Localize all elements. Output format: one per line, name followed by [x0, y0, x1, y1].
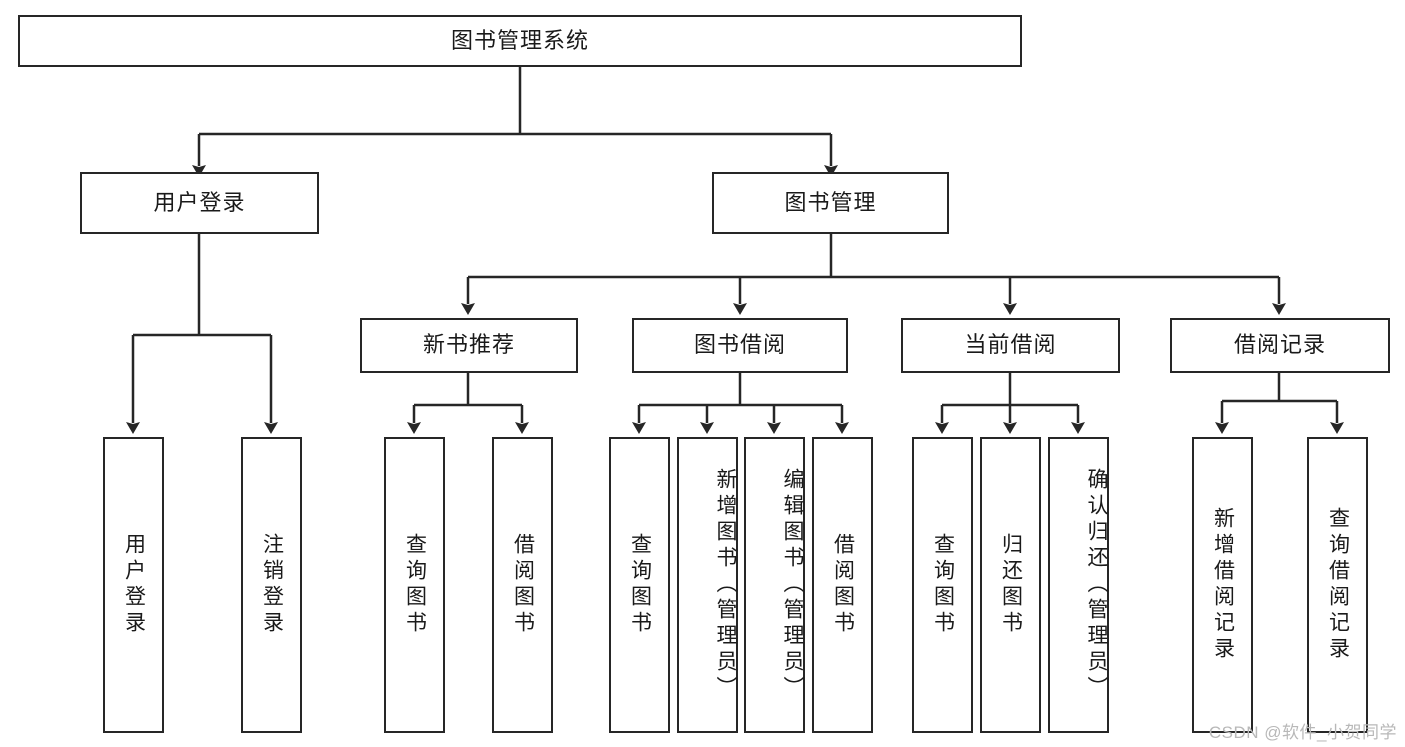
leaf-return-book[interactable]: 归还图书 — [980, 437, 1041, 733]
leaf-add-book-label: 新增图书（管理员） — [714, 468, 737, 702]
leaf-user-login[interactable]: 用户登录 — [103, 437, 164, 733]
leaf-return-book-label: 归还图书 — [999, 533, 1023, 637]
leaf-logout-login-label: 注销登录 — [260, 533, 284, 637]
leaf-borrow-book-1[interactable]: 借阅图书 — [492, 437, 553, 733]
leaf-query-record-label: 查询借阅记录 — [1326, 507, 1350, 663]
leaf-logout-login[interactable]: 注销登录 — [241, 437, 302, 733]
node-borrow-record[interactable]: 借阅记录 — [1170, 318, 1390, 373]
leaf-borrow-book-1-label: 借阅图书 — [511, 533, 535, 637]
node-current-borrow-label: 当前借阅 — [964, 332, 1057, 358]
node-current-borrow[interactable]: 当前借阅 — [901, 318, 1120, 373]
node-user-login[interactable]: 用户登录 — [80, 172, 319, 234]
leaf-query-record[interactable]: 查询借阅记录 — [1307, 437, 1368, 733]
node-book-manage-label: 图书管理 — [784, 189, 877, 215]
node-new-book-recommend-label: 新书推荐 — [422, 332, 515, 358]
leaf-query-book-1-label: 查询图书 — [403, 533, 427, 637]
node-book-borrow[interactable]: 图书借阅 — [632, 318, 848, 373]
leaf-edit-book-label: 编辑图书（管理员） — [781, 468, 804, 702]
leaf-query-book-1[interactable]: 查询图书 — [384, 437, 445, 733]
leaf-user-login-label: 用户登录 — [122, 533, 146, 637]
leaf-query-book-3[interactable]: 查询图书 — [912, 437, 973, 733]
leaf-add-record-label: 新增借阅记录 — [1211, 507, 1235, 663]
node-book-manage[interactable]: 图书管理 — [712, 172, 949, 234]
node-new-book-recommend[interactable]: 新书推荐 — [360, 318, 578, 373]
leaf-edit-book[interactable]: 编辑图书（管理员） — [744, 437, 805, 733]
leaf-query-book-3-label: 查询图书 — [931, 533, 955, 637]
node-user-login-label: 用户登录 — [153, 189, 246, 215]
node-root[interactable]: 图书管理系统 — [18, 15, 1022, 67]
leaf-confirm-return-label: 确认归还（管理员） — [1085, 468, 1108, 702]
leaf-query-book-2-label: 查询图书 — [628, 533, 652, 637]
node-borrow-record-label: 借阅记录 — [1233, 332, 1326, 358]
leaf-confirm-return[interactable]: 确认归还（管理员） — [1048, 437, 1109, 733]
leaf-borrow-book-2[interactable]: 借阅图书 — [812, 437, 873, 733]
leaf-query-book-2[interactable]: 查询图书 — [609, 437, 670, 733]
leaf-add-record[interactable]: 新增借阅记录 — [1192, 437, 1253, 733]
node-root-label: 图书管理系统 — [450, 27, 589, 53]
node-book-borrow-label: 图书借阅 — [693, 332, 786, 358]
leaf-add-book[interactable]: 新增图书（管理员） — [677, 437, 738, 733]
watermark-text: CSDN @软件_小贺同学 — [1208, 723, 1397, 742]
leaf-borrow-book-2-label: 借阅图书 — [831, 533, 855, 637]
